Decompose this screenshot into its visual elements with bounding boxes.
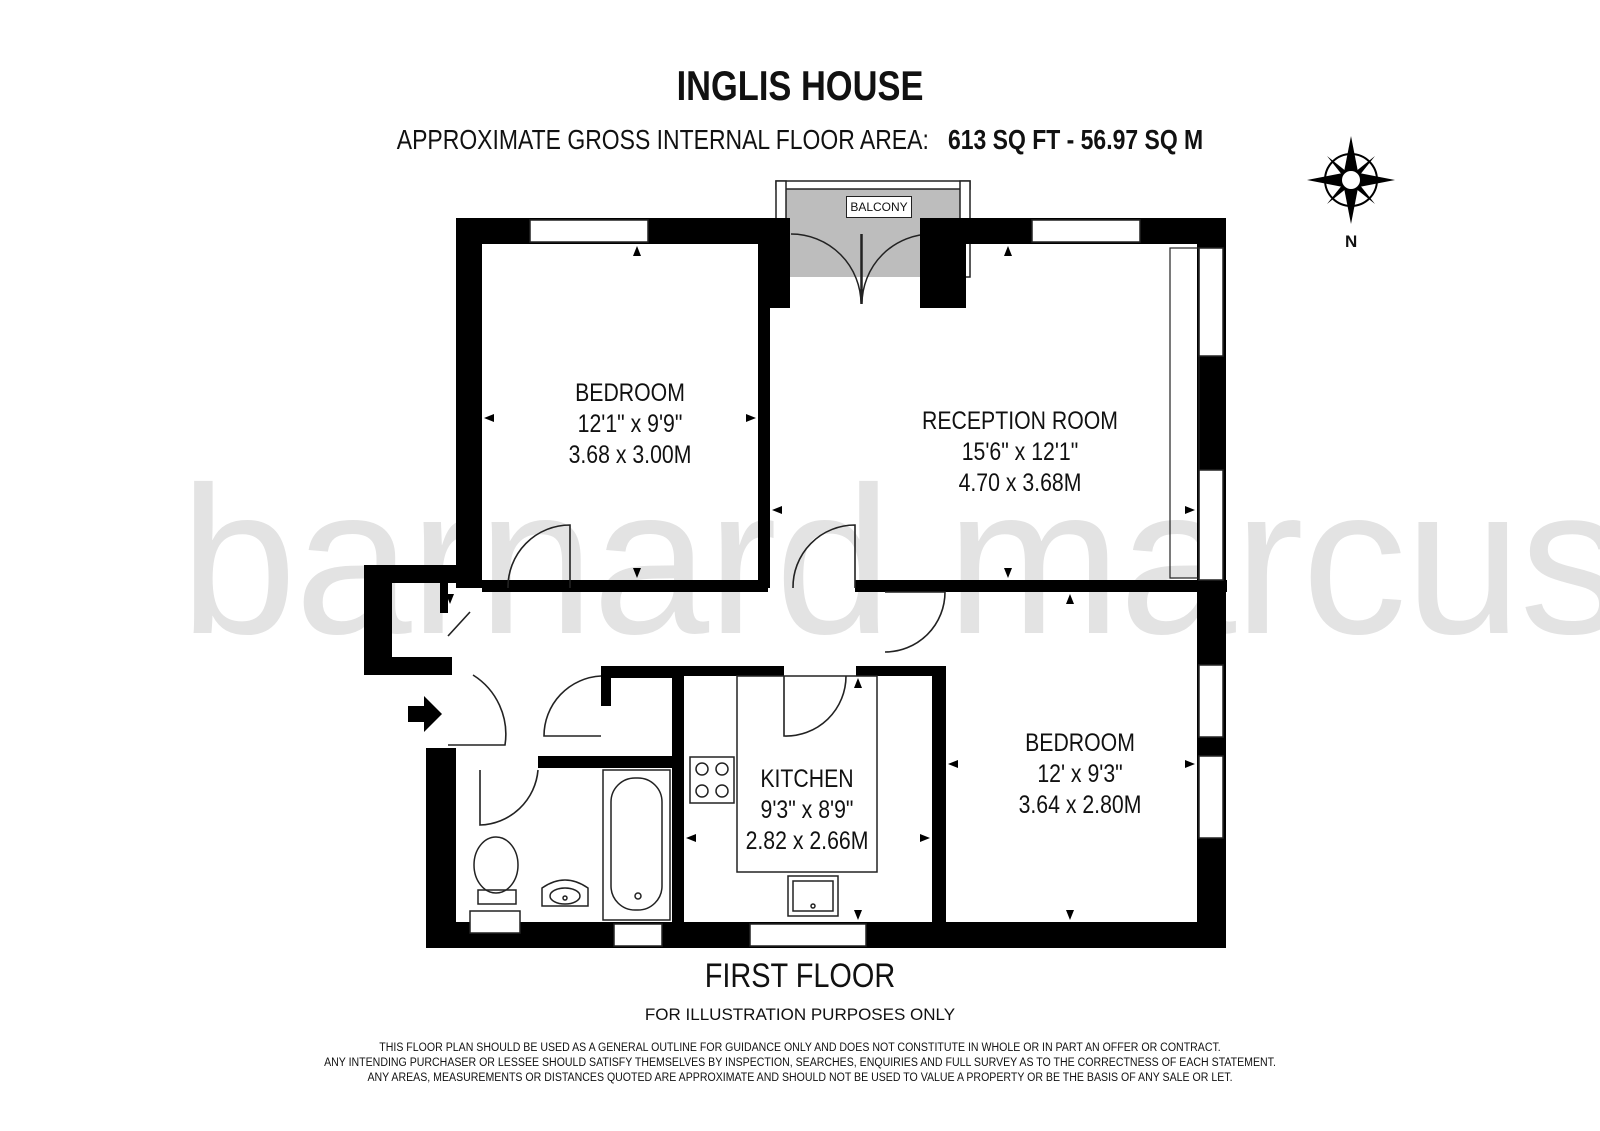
bathroom-fittings (473, 769, 671, 921)
disclaimer-line: ANY INTENDING PURCHASER OR LESSEE SHOULD… (324, 1057, 1276, 1069)
room-metric: 4.70 x 3.68M (958, 469, 1082, 497)
floor-name: FIRST FLOOR (704, 957, 896, 995)
doors (447, 524, 946, 826)
room-kitchen: KITCHEN 9'3" x 8'9" 2.82 x 2.66M (735, 764, 880, 857)
compass-north-label: N (1345, 232, 1358, 251)
measurement-markers (446, 246, 1195, 920)
entrance-arrow-icon (408, 696, 442, 732)
kitchen-fittings (689, 675, 878, 917)
room-name: BEDROOM (575, 379, 685, 407)
floor-area-label: APPROXIMATE GROSS INTERNAL FLOOR AREA: (396, 124, 929, 155)
room-imperial: 12' x 9'3" (1037, 760, 1123, 788)
room-reception: RECEPTION ROOM 15'6" x 12'1" 4.70 x 3.68… (893, 406, 1148, 499)
watermark: barnard marcus (180, 443, 1600, 678)
room-metric: 3.68 x 3.00M (568, 441, 692, 469)
floor-area-value: 613 SQ FT - 56.97 SQ M (947, 124, 1204, 155)
illustration-note: FOR ILLUSTRATION PURPOSES ONLY (644, 1005, 956, 1024)
room-imperial: 12'1" x 9'9" (577, 410, 683, 438)
room-bedroom-1: BEDROOM 12'1" x 9'9" 3.68 x 3.00M (528, 378, 732, 471)
disclaimer-line: ANY AREAS, MEASUREMENTS OR DISTANCES QUO… (367, 1072, 1233, 1084)
room-name: RECEPTION ROOM (921, 407, 1118, 435)
room-name: KITCHEN (760, 765, 854, 793)
disclaimer-line: THIS FLOOR PLAN SHOULD BE USED AS A GENE… (379, 1042, 1221, 1054)
room-bedroom-2: BEDROOM 12' x 9'3" 3.64 x 2.80M (978, 728, 1182, 821)
balcony-label: BALCONY (846, 196, 912, 218)
room-name: BEDROOM (1025, 729, 1135, 757)
room-imperial: 9'3" x 8'9" (760, 796, 854, 824)
room-metric: 3.64 x 2.80M (1018, 791, 1142, 819)
property-title: INGLIS HOUSE (676, 62, 924, 109)
room-imperial: 15'6" x 12'1" (961, 438, 1079, 466)
floor-area: APPROXIMATE GROSS INTERNAL FLOOR AREA: 6… (144, 124, 1456, 156)
compass-icon (1307, 136, 1395, 224)
windows (469, 219, 1224, 947)
disclaimer: THIS FLOOR PLAN SHOULD BE USED AS A GENE… (64, 1041, 1536, 1086)
room-metric: 2.82 x 2.66M (745, 827, 869, 855)
